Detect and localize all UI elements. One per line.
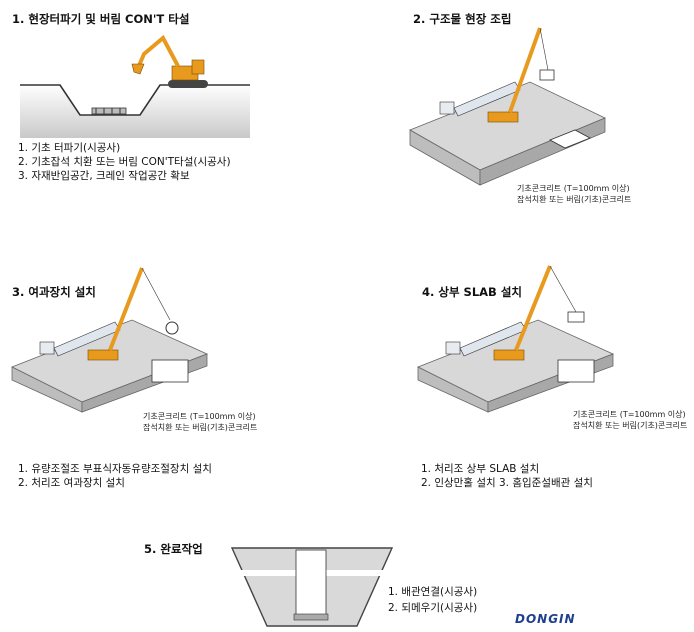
step4-item-1: 1. 처리조 상부 SLAB 설치 xyxy=(421,463,540,475)
step3-item-2: 2. 처리조 여과장치 설치 xyxy=(18,477,125,489)
step4-title: 4. 상부 SLAB 설치 xyxy=(422,285,522,299)
step5-completion-illustration xyxy=(230,547,394,627)
step2-title: 2. 구조물 현장 조립 xyxy=(413,12,512,26)
dongin-logo-text: DONGIN xyxy=(515,612,576,626)
step1-item-3: 3. 자재반입공간, 크레인 작업공간 확보 xyxy=(18,170,190,182)
step2-note-2: 잡석치환 또는 버림(기초)콘크리트 xyxy=(517,195,632,204)
step3-title: 3. 여과장치 설치 xyxy=(12,285,96,299)
step1-title: 1. 현장터파기 및 버림 CON'T 타설 xyxy=(12,12,190,26)
dongin-logo: DONGIN xyxy=(515,612,576,626)
step5-item-2: 2. 되메우기(시공사) xyxy=(388,602,478,614)
step1-excavation-illustration xyxy=(20,34,250,138)
step2-assembly-illustration xyxy=(409,27,606,186)
step3-item-1: 1. 유량조절조 부표식자동유량조절장치 설치 xyxy=(18,463,212,475)
step5-title: 5. 완료작업 xyxy=(144,542,203,556)
step3-note-2: 잡석치환 또는 버림(기초)콘크리트 xyxy=(143,423,258,432)
step4-note-1: 기초콘크리트 (T=100mm 이상) xyxy=(573,410,686,419)
step2-note-1: 기초콘크리트 (T=100mm 이상) xyxy=(517,184,630,193)
step1-item-2: 2. 기초잡석 치환 또는 버림 CON'T타설(시공사) xyxy=(18,156,231,168)
step4-note-2: 잡석치환 또는 버림(기초)콘크리트 xyxy=(573,421,688,430)
step4-slab-illustration xyxy=(417,265,615,413)
step1-item-1: 1. 기초 터파기(시공사) xyxy=(18,142,121,154)
step5-item-1: 1. 배관연결(시공사) xyxy=(388,586,478,598)
step4-item-2: 2. 인상만홀 설치 3. 홈입준설배관 설치 xyxy=(421,477,593,489)
step3-filter-illustration xyxy=(11,267,209,413)
step3-note-1: 기초콘크리트 (T=100mm 이상) xyxy=(143,412,256,421)
